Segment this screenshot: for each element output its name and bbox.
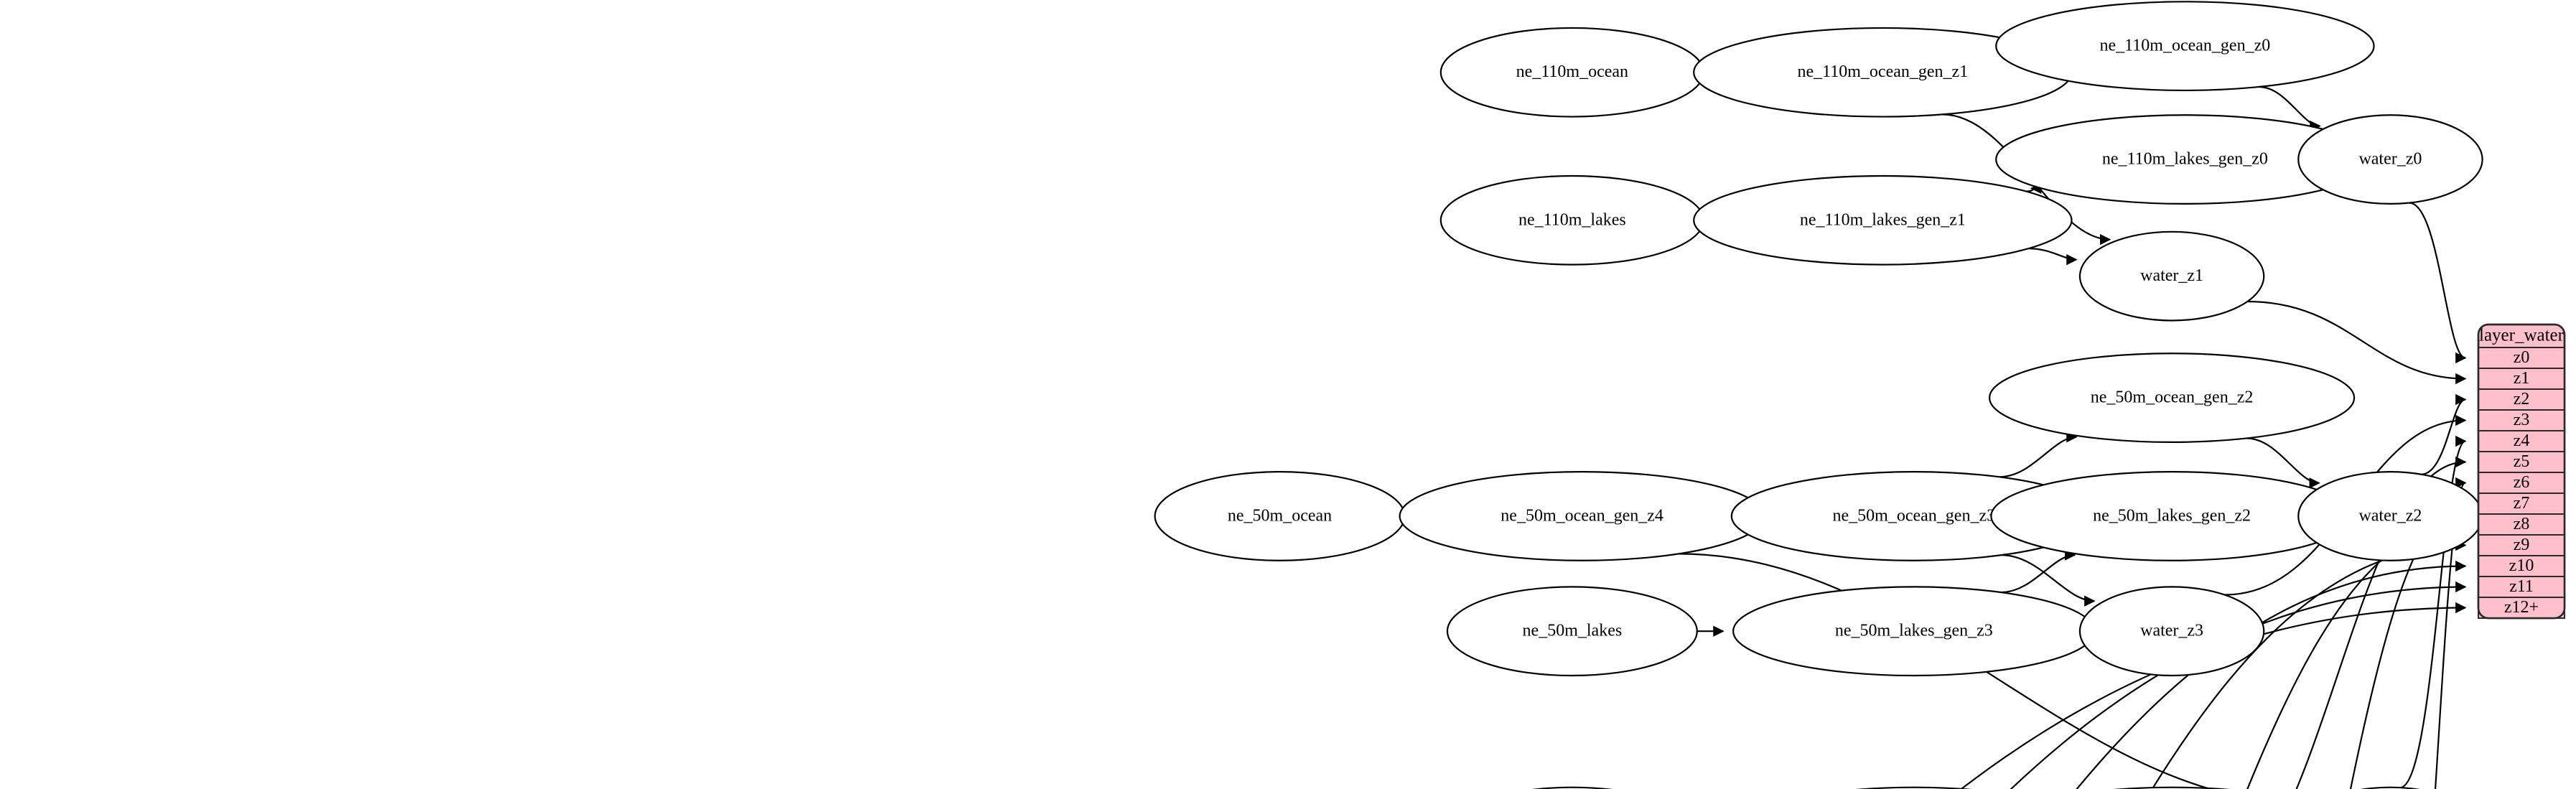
- node-ne_110m_ocean_gen_z0[interactable]: ne_110m_ocean_gen_z0: [1995, 1, 2375, 92]
- edge-ne_110m_lakes_gen_z1-to-water_z1: [2028, 248, 2078, 266]
- node-ne_50m_lakes_gen_z2[interactable]: ne_50m_lakes_gen_z2: [1990, 471, 2353, 561]
- node-ne_10m_lakes_gen_z4[interactable]: ne_10m_lakes_gen_z4: [1991, 786, 2352, 789]
- node-ne_10m_lakes[interactable]: ne_10m_lakes: [1447, 786, 1697, 789]
- table-row-z11[interactable]: z11: [2478, 576, 2565, 598]
- node-ne_110m_ocean_gen_z1[interactable]: ne_110m_ocean_gen_z1: [1693, 27, 2073, 118]
- edge-ne_110m_ocean_gen_z0-to-water_z0: [2259, 85, 2321, 132]
- node-label: ne_50m_ocean_gen_z3: [1833, 506, 1996, 525]
- node-ellipse: [2297, 114, 2483, 205]
- table-row-label: z1: [2514, 369, 2530, 388]
- node-ne_50m_ocean_gen_z3[interactable]: ne_50m_ocean_gen_z3: [1730, 471, 2097, 561]
- table-row-cell: [2478, 597, 2565, 619]
- node-ellipse: [1854, 786, 1973, 789]
- table-row-z10[interactable]: z10: [2478, 555, 2565, 577]
- table-row-label: z3: [2514, 411, 2530, 429]
- node-label: ne_50m_ocean_gen_z4: [1501, 506, 1663, 525]
- node-ne_50m_lakes_gen_z3[interactable]: ne_50m_lakes_gen_z3: [1732, 586, 2096, 677]
- table-row-z8[interactable]: z8: [2478, 513, 2565, 536]
- node-ne_110m_lakes[interactable]: ne_110m_lakes: [1439, 174, 1705, 266]
- table-outer-border: [2477, 323, 2566, 620]
- table-row-label: z6: [2514, 473, 2530, 492]
- node-ne_50m_ocean[interactable]: ne_50m_ocean: [1154, 471, 1406, 561]
- table-row-cell: [2478, 555, 2565, 577]
- table-row-label: z11: [2509, 577, 2534, 596]
- node-ellipse: [1995, 1, 2375, 92]
- node-ne_110m_lakes_gen_z1[interactable]: ne_110m_lakes_gen_z1: [1693, 174, 2073, 266]
- node-label: ne_50m_ocean_gen_z2: [2091, 388, 2254, 407]
- edge-ne_50m_lakes_gen_z3-to-ne_50m_lakes_gen_z2: [2001, 549, 2076, 594]
- edge-water_z12-to-table_z12+: [1959, 602, 2467, 789]
- edge-water_z2-to-table_z2: [2421, 393, 2467, 475]
- table-row-label: z7: [2514, 494, 2530, 513]
- node-ellipse: [2078, 586, 2265, 677]
- node-label: water_z3: [2140, 622, 2203, 640]
- node-ellipse: [1693, 174, 2073, 266]
- table-row-z9[interactable]: z9: [2478, 534, 2565, 556]
- node-label: water_z1: [2140, 266, 2203, 285]
- table-row-label: z2: [2514, 390, 2530, 408]
- node-ne_50m_ocean_gen_z4[interactable]: ne_50m_ocean_gen_z4: [1399, 471, 1765, 561]
- table-row-cell: [2478, 430, 2565, 452]
- node-ne_50m_lakes[interactable]: ne_50m_lakes: [1446, 586, 1698, 677]
- table-row-z3[interactable]: z3: [2478, 409, 2565, 431]
- node-ellipse: [2360, 786, 2421, 789]
- node-ellipse: [1988, 353, 2356, 443]
- node-layer: imposm3osm_water_polygonosm_ocean_polygo…: [1154, 1, 2483, 789]
- edge-water_z1-to-table_z1: [2247, 300, 2467, 385]
- edge-ne_50m_ocean_gen_z2-to-water_z2: [2246, 437, 2320, 489]
- node-water_z1[interactable]: water_z1: [2078, 230, 2265, 322]
- node-water_z3[interactable]: water_z3: [2078, 586, 2265, 677]
- table-row-z1[interactable]: z1: [2478, 368, 2565, 390]
- node-label: ne_110m_lakes_gen_z0: [2102, 150, 2268, 169]
- node-water_z2[interactable]: water_z2: [2297, 471, 2483, 561]
- table-row-z5[interactable]: z5: [2478, 451, 2565, 473]
- table-row-label: z9: [2514, 536, 2530, 554]
- table-row-z6[interactable]: z6: [2478, 472, 2565, 494]
- table-row-label: z8: [2514, 515, 2530, 533]
- edge-water_z8-to-table_z8: [2246, 518, 2467, 789]
- node-label: water_z0: [2358, 150, 2422, 169]
- node-label: water_z2: [2358, 506, 2422, 525]
- edge-water_z0-to-table_z0: [2409, 202, 2467, 364]
- table-row-label: z10: [2509, 556, 2534, 575]
- node-ne_110m_ocean[interactable]: ne_110m_ocean: [1439, 27, 1705, 118]
- node-ellipse: [2113, 786, 2231, 789]
- node-label: ne_110m_ocean: [1516, 62, 1628, 81]
- layer-water-table[interactable]: layer_water z0 z1 z2 z3 z4 z5 z6 z7 z8 z9 z10 z11 z12…: [2477, 323, 2566, 620]
- table-row-z12+[interactable]: z12+: [2478, 597, 2565, 619]
- table-row-z0[interactable]: z0: [2478, 347, 2565, 369]
- node-label: ne_50m_lakes: [1523, 622, 1623, 640]
- table-row-label: z4: [2514, 431, 2530, 450]
- node-label: ne_50m_lakes_gen_z2: [2093, 506, 2251, 525]
- node-ne_50m_ocean_gen_z2[interactable]: ne_50m_ocean_gen_z2: [1988, 353, 2356, 443]
- node-ne_10m_lakes_gen_z5[interactable]: ne_10m_lakes_gen_z5: [1733, 786, 2094, 789]
- node-label: ne_110m_lakes_gen_z1: [1800, 210, 1966, 229]
- edge-ne_50m_ocean_gen_z4-to-water_z4: [1678, 553, 2213, 789]
- table-row-label: z0: [2514, 348, 2530, 367]
- table-row-z4[interactable]: z4: [2478, 430, 2565, 452]
- edge-ne_50m_ocean_gen_z3-to-water_z3: [2001, 554, 2096, 607]
- edge-water_z9-to-table_z9: [2151, 539, 2467, 789]
- node-ellipse: [2078, 230, 2265, 322]
- node-label: ne_110m_ocean_gen_z1: [1798, 62, 1969, 81]
- node-label: ne_110m_lakes: [1518, 210, 1626, 229]
- node-label: ne_110m_ocean_gen_z0: [2100, 37, 2271, 55]
- node-ellipse: [1531, 786, 1613, 789]
- node-ne_110m_lakes_gen_z0[interactable]: ne_110m_lakes_gen_z0: [1995, 114, 2375, 205]
- table-row-label: z5: [2514, 452, 2530, 471]
- table-row-z7[interactable]: z7: [2478, 492, 2565, 515]
- table-row-label: z12+: [2504, 598, 2539, 617]
- table-row-cell: [2478, 576, 2565, 598]
- node-label: ne_50m_lakes_gen_z3: [1835, 622, 1993, 640]
- table-header-label: layer_water: [2479, 326, 2565, 345]
- node-water_z0[interactable]: water_z0: [2297, 114, 2483, 205]
- node-ellipse: [1446, 586, 1698, 677]
- node-water_z4[interactable]: water_z4: [2298, 786, 2482, 789]
- table-row-z2[interactable]: z2: [2478, 388, 2565, 411]
- node-label: ne_50m_ocean: [1228, 506, 1332, 525]
- edge-ne_50m_ocean_gen_z3-to-ne_50m_ocean_gen_z2: [1999, 431, 2078, 478]
